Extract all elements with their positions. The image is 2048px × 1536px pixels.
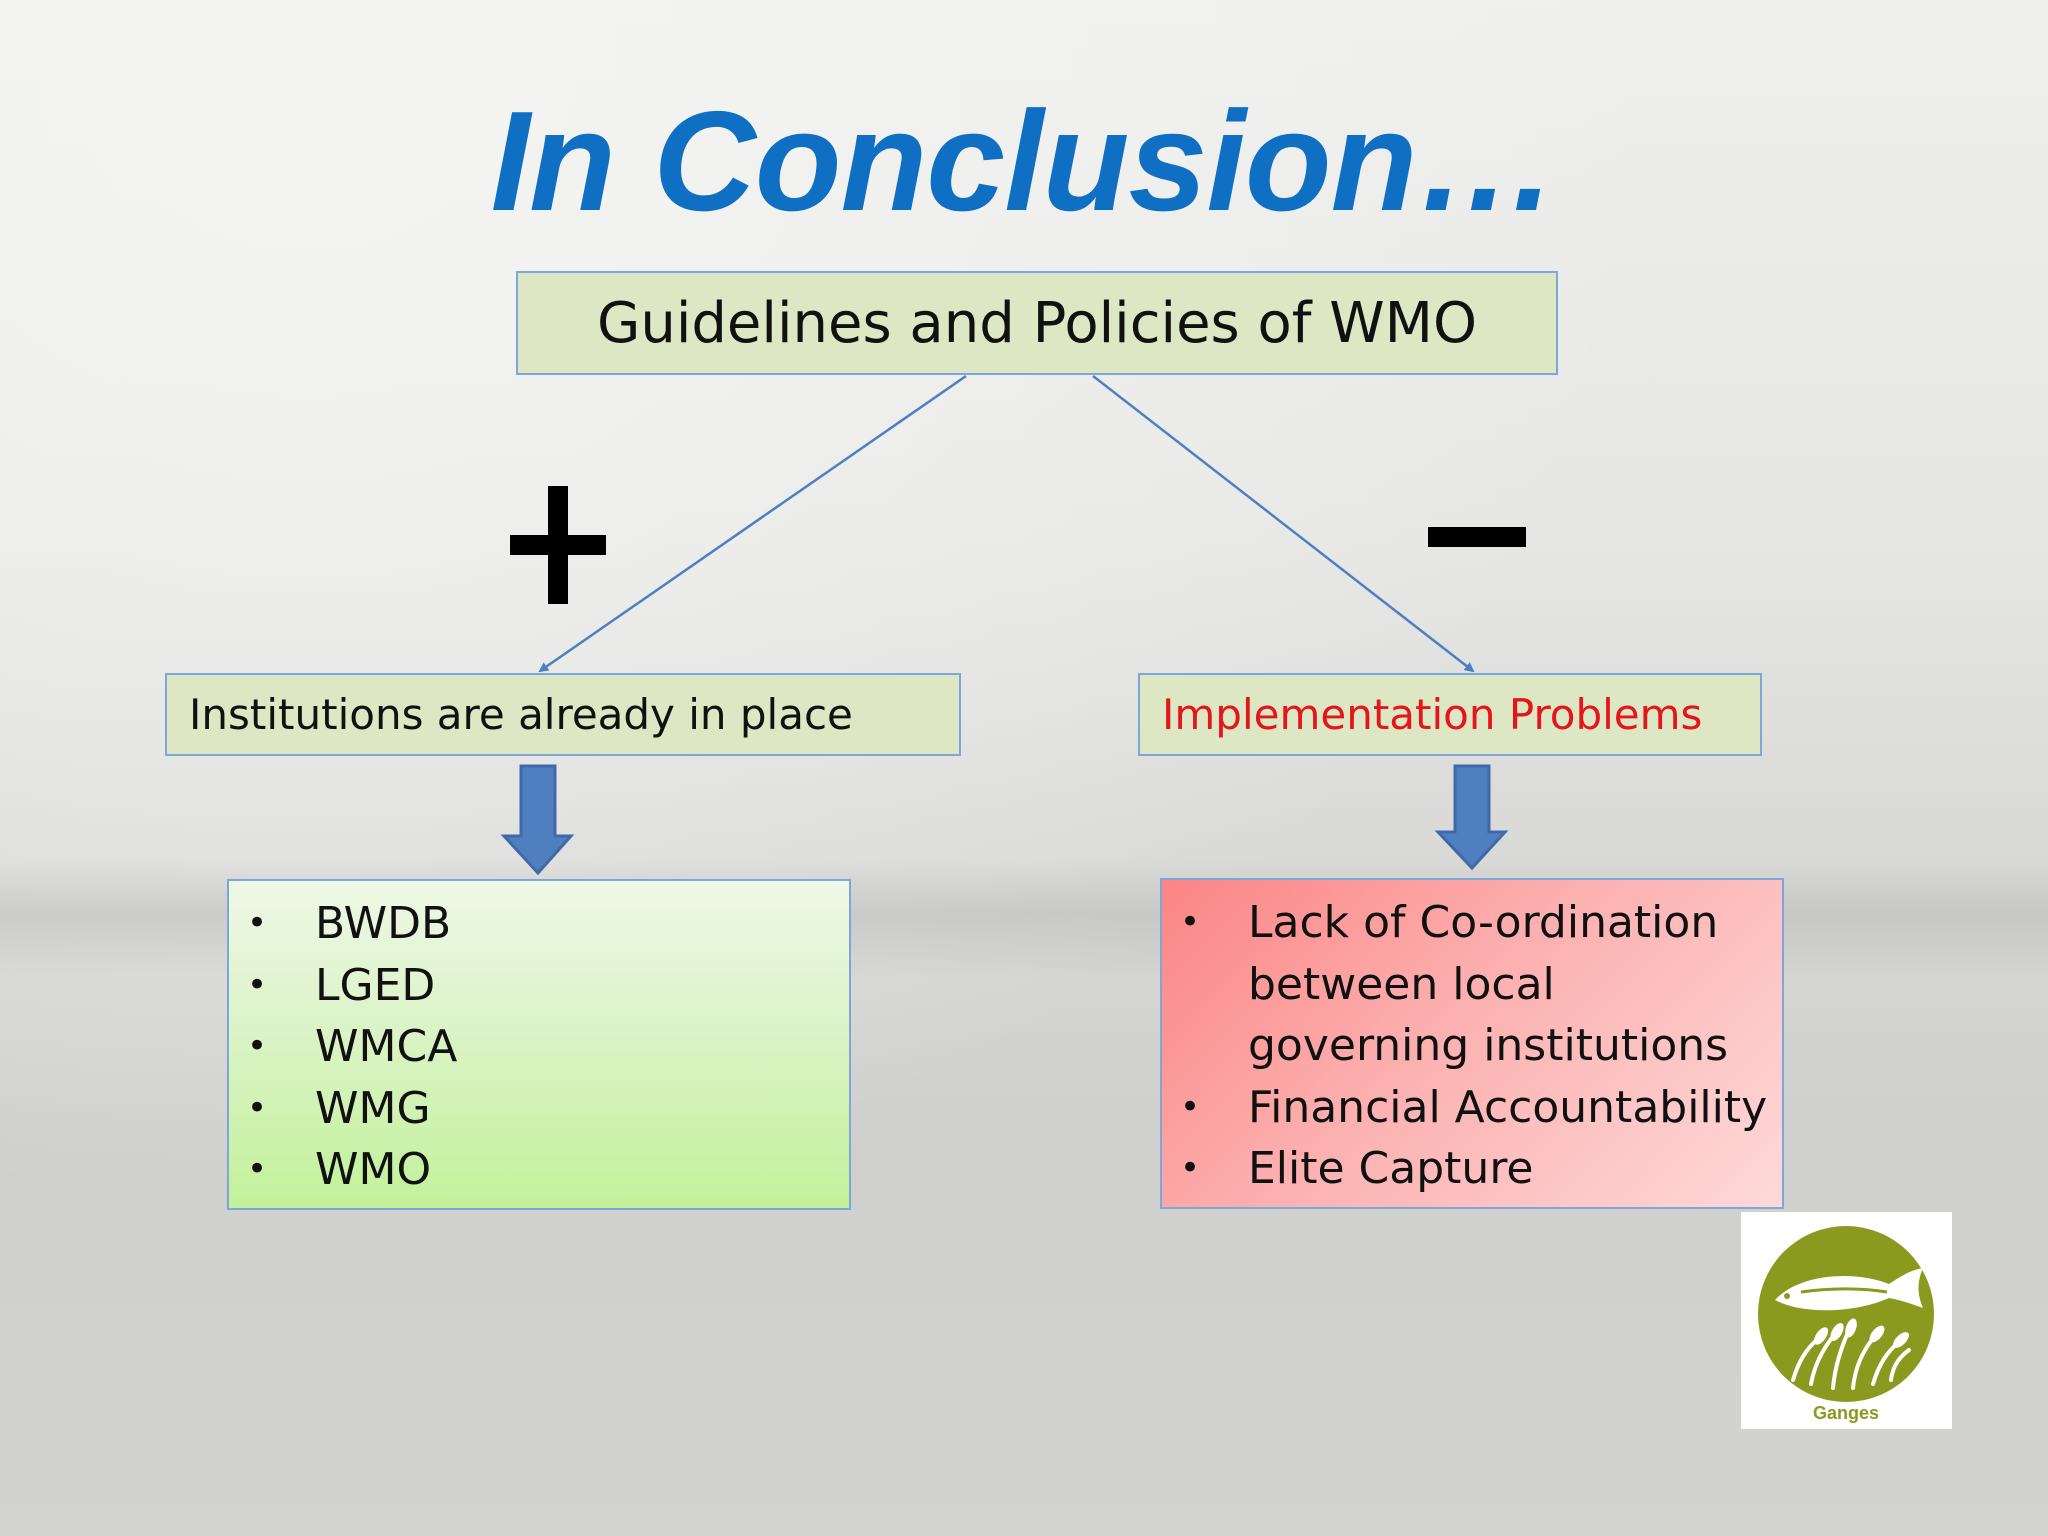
- list-item: •Financial Accountability: [1162, 1077, 1782, 1139]
- implementation-problems-box: Implementation Problems: [1138, 673, 1762, 756]
- bullet-icon: •: [1180, 1086, 1201, 1127]
- logo-caption: Ganges: [1813, 1403, 1879, 1423]
- list-item: •Elite Capture: [1162, 1138, 1782, 1200]
- bullet-icon: •: [247, 903, 268, 943]
- list-item: •Lack of Co-ordination between local gov…: [1162, 892, 1782, 1077]
- down-arrow-right-icon: [1434, 764, 1509, 871]
- institutions-list: •BWDB •LGED •WMCA •WMG •WMO: [227, 879, 851, 1210]
- list-item: •WMO: [229, 1139, 849, 1201]
- institutions-label: Institutions are already in place: [189, 690, 853, 739]
- minus-sign-icon: [1428, 527, 1526, 547]
- list-item: •WMCA: [229, 1016, 849, 1078]
- connector-left: [538, 374, 967, 673]
- bullet-icon: •: [247, 1087, 268, 1128]
- bullet-icon: •: [247, 1026, 268, 1066]
- problems-list: •Lack of Co-ordination between local gov…: [1160, 878, 1784, 1209]
- list-item: •WMG: [229, 1078, 849, 1140]
- implementation-problems-label: Implementation Problems: [1162, 690, 1703, 739]
- institutions-box: Institutions are already in place: [165, 673, 961, 756]
- bullet-icon: •: [1180, 902, 1201, 942]
- guidelines-label: Guidelines and Policies of WMO: [596, 290, 1478, 356]
- ganges-logo: Ganges: [1741, 1212, 1952, 1429]
- fish-and-rice-logo-icon: Ganges: [1758, 1226, 1934, 1423]
- bullet-icon: •: [1180, 1148, 1201, 1188]
- guidelines-box: Guidelines and Policies of WMO: [516, 271, 1558, 375]
- connector-right: [1092, 375, 1475, 673]
- page-title: In Conclusion…: [490, 82, 1559, 241]
- bullet-icon: •: [247, 964, 268, 1005]
- list-item: •BWDB: [229, 893, 849, 955]
- plus-sign-icon: [510, 486, 606, 604]
- down-arrow-left-icon: [500, 764, 575, 876]
- bullet-icon: •: [247, 1149, 268, 1189]
- list-item: •LGED: [229, 955, 849, 1017]
